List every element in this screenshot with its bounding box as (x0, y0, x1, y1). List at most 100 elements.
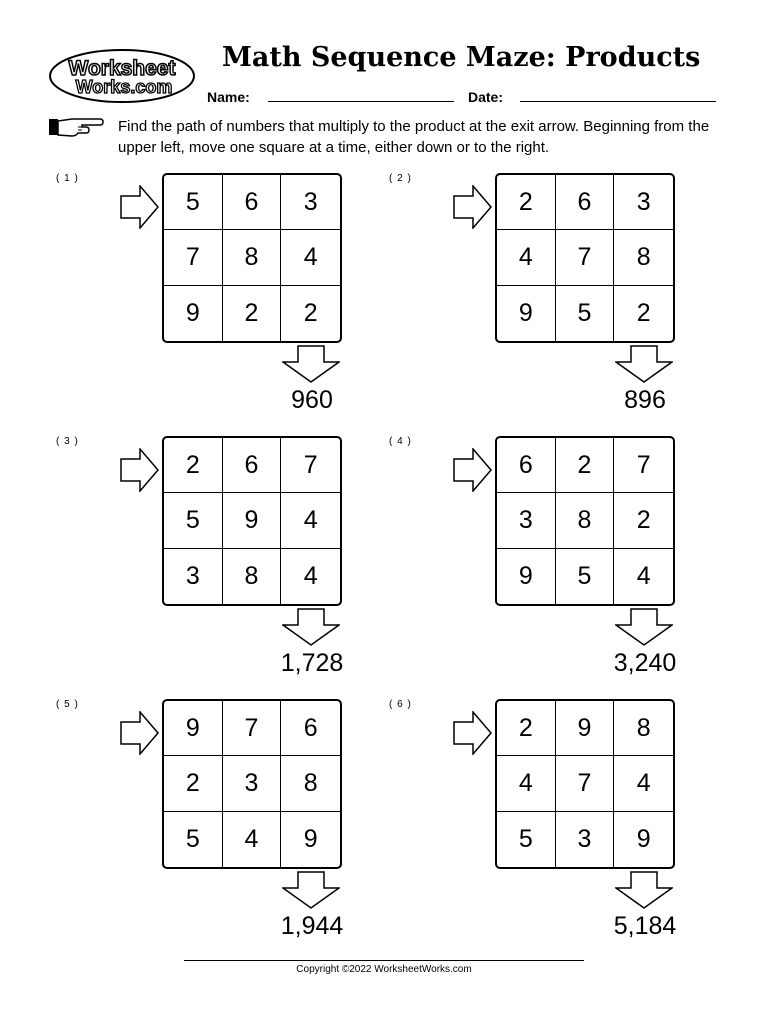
maze-cell[interactable]: 3 (497, 493, 556, 549)
maze-cell[interactable]: 4 (497, 230, 556, 286)
maze-cell[interactable]: 8 (614, 230, 673, 286)
puzzle-number: ( 5 ) (56, 699, 79, 710)
target-product: 1,944 (280, 912, 344, 940)
maze-cell[interactable]: 9 (636, 824, 651, 853)
puzzle-number: ( 4 ) (389, 436, 412, 447)
maze-cell[interactable]: 3 (281, 175, 340, 231)
maze-cell[interactable]: 2 (164, 756, 223, 812)
maze-cell[interactable]: 4 (223, 811, 282, 867)
exit-arrow-icon (615, 608, 673, 646)
maze-cell[interactable]: 5 (556, 548, 615, 604)
maze-cell[interactable]: 5 (164, 811, 223, 867)
maze-cell[interactable]: 9 (303, 824, 318, 853)
maze-cell[interactable]: 2 (303, 298, 318, 327)
maze-cell[interactable]: 8 (223, 548, 282, 604)
maze-cell[interactable]: 6 (497, 438, 556, 494)
exit-arrow-icon (282, 608, 340, 646)
maze-cell[interactable]: 6 (281, 701, 340, 757)
maze-cell[interactable]: 2 (497, 701, 556, 757)
exit-arrow-icon (282, 345, 340, 383)
target-product: 960 (291, 386, 333, 414)
maze-cell[interactable]: 9 (497, 548, 556, 604)
exit-arrow-icon (615, 345, 673, 383)
maze-cell[interactable]: 2 (497, 175, 556, 231)
maze-cell[interactable]: 5 (164, 493, 223, 549)
entry-arrow-icon (453, 711, 492, 755)
maze-cell[interactable]: 3 (614, 175, 673, 231)
maze-cell[interactable]: 2 (636, 298, 651, 327)
date-label: Date: (468, 89, 504, 105)
maze-cell[interactable]: 4 (281, 493, 340, 549)
maze-cell[interactable]: 4 (281, 230, 340, 286)
maze-cell[interactable]: 4 (497, 756, 556, 812)
entry-arrow-icon (453, 448, 492, 492)
maze-cell[interactable]: 2 (223, 285, 282, 341)
maze-cell[interactable]: 4 (636, 561, 651, 590)
instructions-text: Find the path of numbers that multiply t… (118, 118, 710, 156)
maze-cell[interactable]: 8 (222, 230, 282, 286)
maze-cell[interactable]: 8 (555, 493, 615, 549)
maze-cell[interactable]: 7 (555, 756, 615, 812)
maze-cell[interactable]: 5 (164, 175, 223, 231)
maze-cell[interactable]: 2 (555, 438, 615, 494)
maze-cell[interactable]: 8 (281, 756, 340, 812)
puzzle-number: ( 3 ) (56, 436, 79, 447)
maze-cell[interactable]: 9 (164, 285, 223, 341)
maze-cell[interactable]: 3 (222, 756, 282, 812)
svg-text:Works.com: Works.com (76, 77, 173, 97)
puzzle-number: ( 2 ) (389, 173, 412, 184)
maze-cell[interactable]: 6 (222, 438, 282, 494)
maze-cell[interactable]: 4 (614, 756, 673, 812)
target-product: 1,728 (280, 649, 344, 677)
entry-arrow-icon (120, 448, 159, 492)
maze-cell[interactable]: 3 (556, 811, 615, 867)
maze-cell[interactable]: 9 (222, 493, 282, 549)
maze-cell[interactable]: 7 (614, 438, 673, 494)
puzzle-number: ( 6 ) (389, 699, 412, 710)
maze-cell[interactable]: 9 (497, 285, 556, 341)
maze-cell[interactable]: 8 (614, 701, 673, 757)
pointing-hand-icon (49, 118, 104, 137)
puzzle-number: ( 1 ) (56, 173, 79, 184)
maze-cell[interactable]: 5 (556, 285, 615, 341)
target-product: 3,240 (613, 649, 677, 677)
exit-arrow-icon (615, 871, 673, 909)
target-product: 896 (624, 386, 666, 414)
target-product: 5,184 (613, 912, 677, 940)
maze-cell[interactable]: 7 (555, 230, 615, 286)
svg-text:Worksheet: Worksheet (69, 57, 176, 80)
date-field-line[interactable] (520, 101, 716, 102)
copyright-text: Copyright ©2022 WorksheetWorks.com (296, 964, 472, 975)
maze-cell[interactable]: 9 (164, 701, 223, 757)
entry-arrow-icon (120, 185, 159, 229)
maze-cell[interactable]: 2 (614, 493, 673, 549)
entry-arrow-icon (453, 185, 492, 229)
maze-cell[interactable]: 5 (497, 811, 556, 867)
name-label: Name: (207, 89, 250, 105)
maze-cell[interactable]: 7 (281, 438, 340, 494)
maze-cell[interactable]: 7 (222, 701, 282, 757)
maze-cell[interactable]: 6 (555, 175, 615, 231)
maze-cell[interactable]: 4 (303, 561, 318, 590)
exit-arrow-icon (282, 871, 340, 909)
maze-cell[interactable]: 6 (222, 175, 282, 231)
maze-cell[interactable]: 9 (555, 701, 615, 757)
maze-cell[interactable]: 2 (164, 438, 223, 494)
entry-arrow-icon (120, 711, 159, 755)
name-field-line[interactable] (268, 101, 454, 102)
maze-cell[interactable]: 3 (164, 548, 223, 604)
maze-cell[interactable]: 7 (164, 230, 223, 286)
page-title: Math Sequence Maze: Products (222, 42, 701, 73)
